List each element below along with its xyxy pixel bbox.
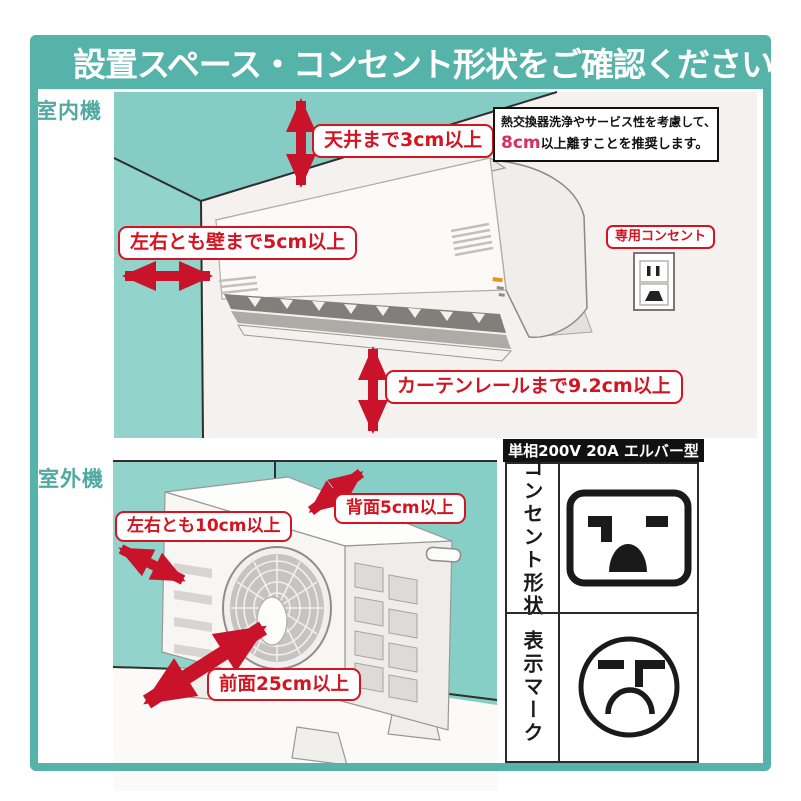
clearance-arrows	[118, 97, 388, 709]
outdoor-section-label: 室外機	[38, 467, 104, 491]
indoor-section-label: 室内機	[36, 99, 102, 123]
indoor-unit	[214, 157, 593, 362]
dedicated-outlet-label: 専用コンセント	[606, 225, 716, 250]
outlet-spec-table: コンセント形状 表示マーク	[505, 457, 699, 763]
page-title: 設置スペース・コンセント形状をご確認ください	[73, 45, 774, 84]
power-spec-bar: 単相200V 20A エルバー型	[503, 439, 704, 462]
back-clearance-label: 背面5cm以上	[334, 493, 466, 525]
outlet-lbar-icon	[566, 489, 691, 587]
dedicated-outlet-plate	[633, 252, 675, 311]
outlet-shape-header: コンセント形状	[507, 457, 560, 618]
outdoor-unit-handle	[425, 546, 462, 563]
header-banner: ! 設置スペース・コンセント形状をご確認ください	[30, 35, 774, 89]
ceiling-clearance-label: 天井まで3cm以上	[312, 124, 495, 158]
note-highlight-8cm: 8cm	[501, 133, 541, 154]
side-louvers	[354, 562, 418, 703]
display-mark-header: 表示マーク	[507, 613, 560, 761]
side-wall-clearance-label: 左右とも壁まで5cm以上	[118, 226, 358, 260]
display-mark-row: 表示マーク	[507, 611, 697, 761]
front-clearance-label: 前面25cm以上	[207, 668, 361, 702]
outdoor-side-clearance-arrow	[118, 544, 186, 585]
front-clearance-arrow	[142, 621, 268, 709]
outdoor-side-clearance-label: 左右とも10cm以上	[115, 511, 293, 543]
outlet-shape-row: コンセント形状	[507, 457, 697, 618]
curtain-rail-clearance-label: カーテンレールまで9.2cm以上	[385, 370, 683, 404]
display-mark-icon	[578, 636, 679, 738]
indoor-unit-vent-right	[450, 222, 494, 257]
louver-teeth	[248, 297, 485, 323]
indoor-unit-vent-left	[218, 275, 259, 295]
back-clearance-arrow	[307, 469, 365, 515]
fan-grille	[222, 546, 332, 670]
display-mark-header-text: 表示マーク	[520, 629, 544, 745]
note-line1: 熱交換器洗浄やサービス性を考慮して、	[501, 115, 717, 129]
indicator-lights	[492, 277, 505, 297]
note-line2: 8cm以上離すことを推奨します。	[501, 132, 711, 156]
note-line2-text: 以上離すことを推奨します。	[540, 137, 709, 153]
outlet-shape-header-text: コンセント形状	[520, 457, 544, 619]
recommendation-note: 熱交換器洗浄やサービス性を考慮して、 8cm以上離すことを推奨します。	[493, 107, 719, 162]
